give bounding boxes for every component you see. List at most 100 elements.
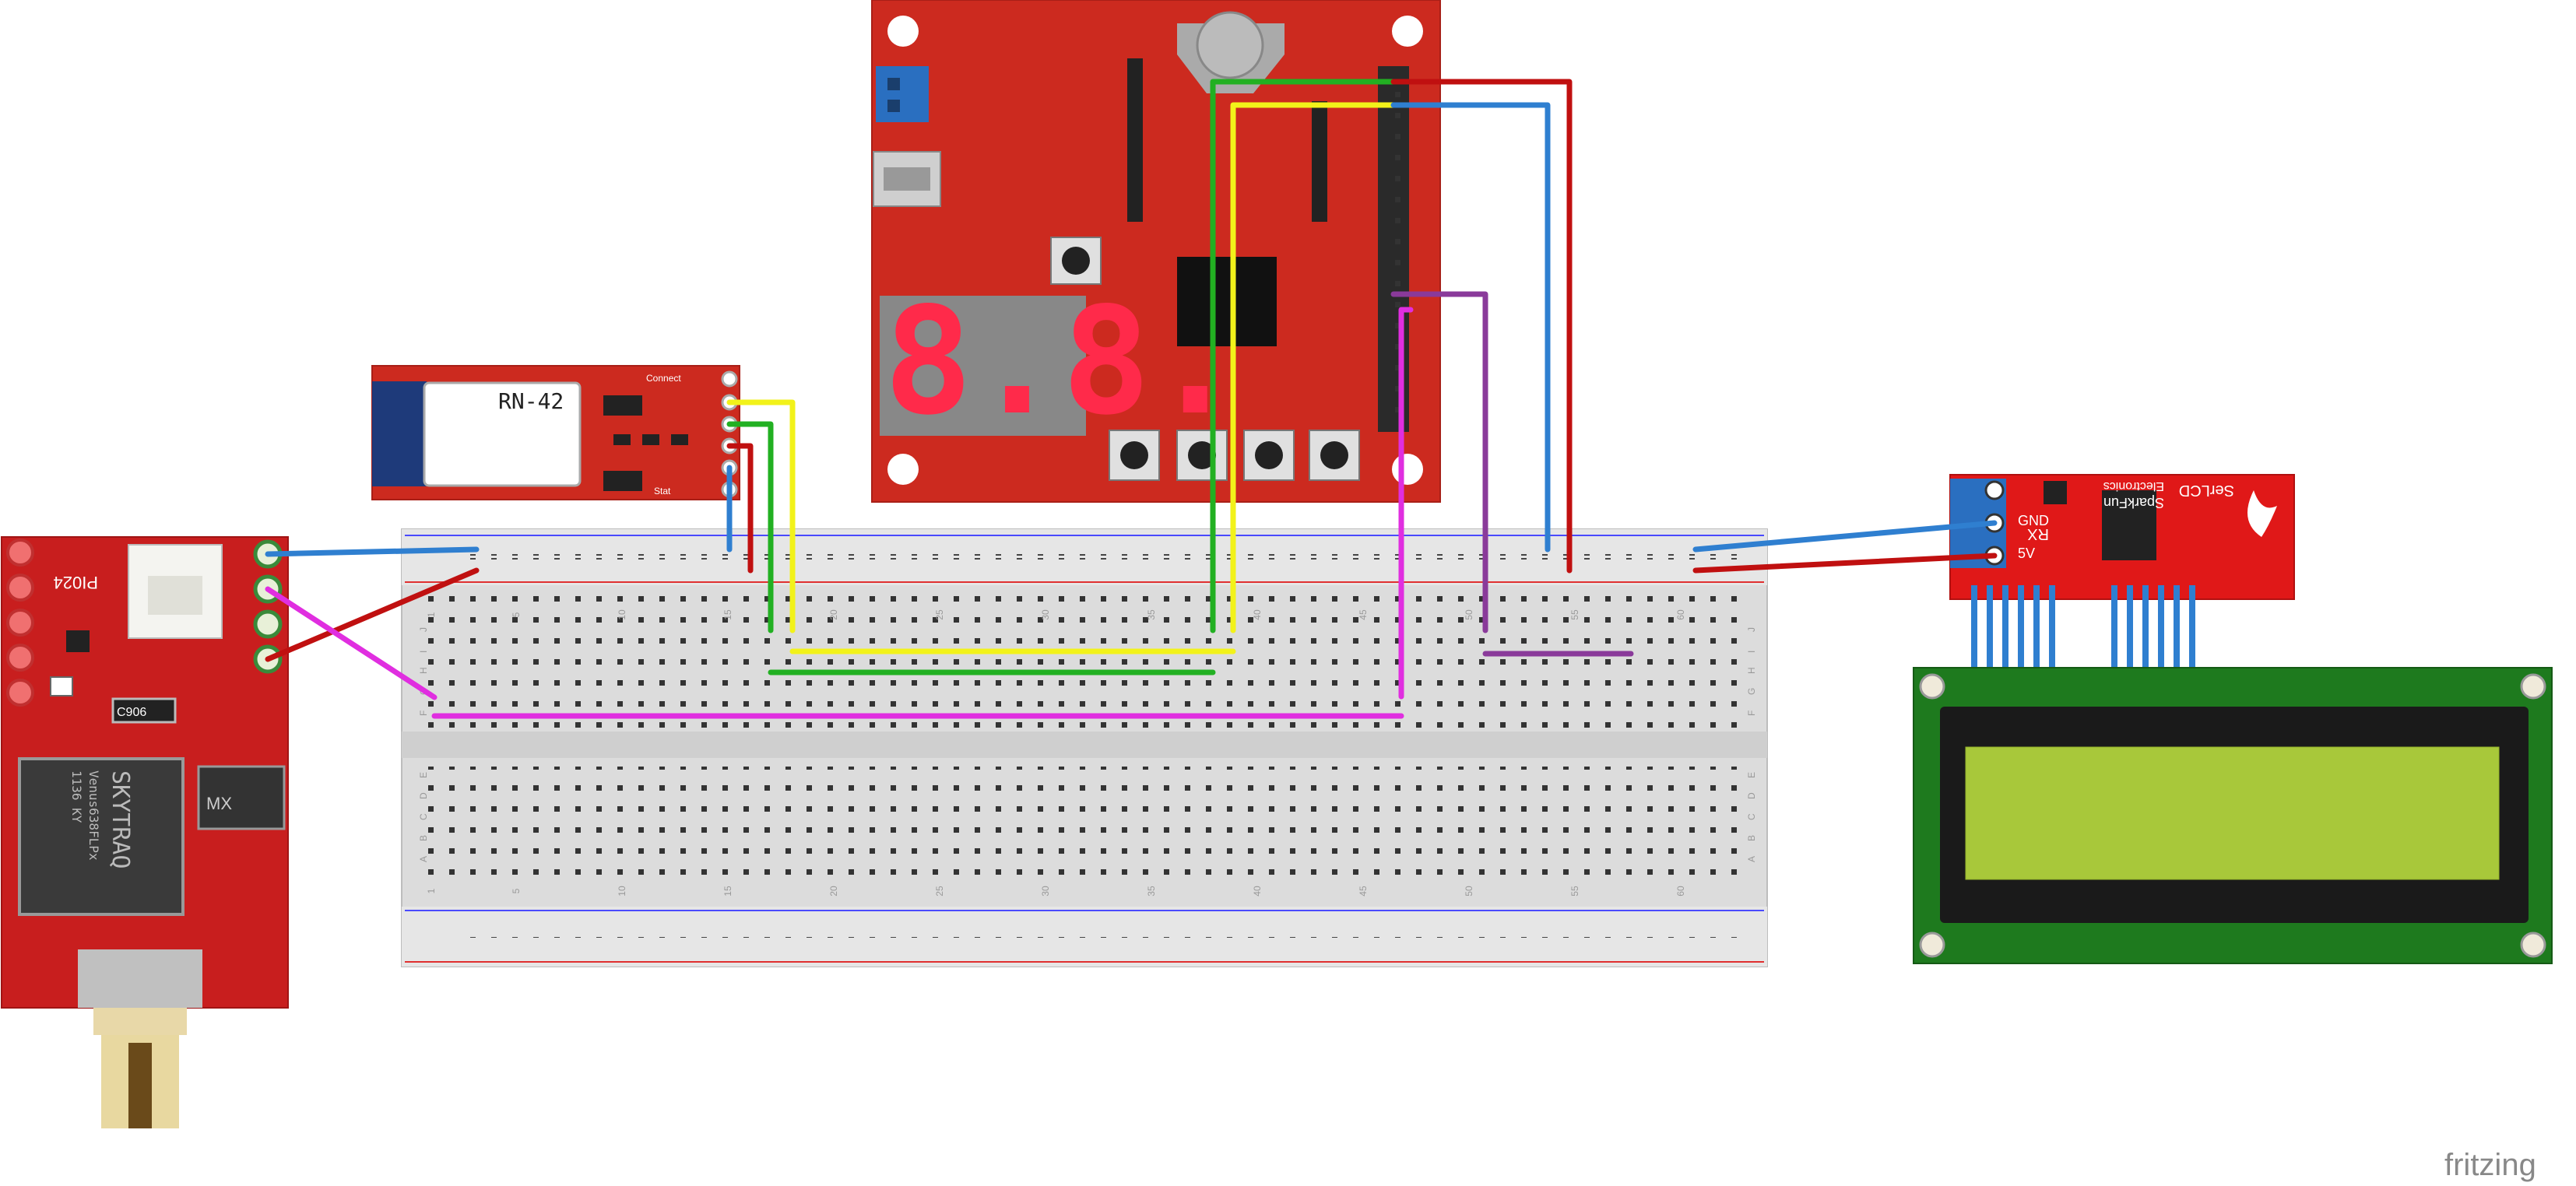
gps-part-number: PI024 xyxy=(54,573,99,592)
row-letter: I xyxy=(418,651,429,653)
column-number: 5 xyxy=(511,888,522,893)
potentiometer xyxy=(1177,11,1284,93)
lcd-pin xyxy=(2018,585,2024,680)
wire-magenta xyxy=(1398,307,1414,700)
wire-red xyxy=(726,443,754,574)
row-letter: A xyxy=(418,856,429,862)
row-letter: C xyxy=(418,813,429,820)
row-letter: E xyxy=(1746,772,1757,778)
lcd-pin xyxy=(2158,585,2164,680)
button-row xyxy=(1109,430,1360,481)
lcd-header-pins xyxy=(1971,585,2195,680)
stat-label: Stat xyxy=(654,486,671,497)
sparkfun-flame-logo xyxy=(2247,490,2277,537)
column-number: 60 xyxy=(1675,886,1686,897)
column-number: 40 xyxy=(1252,609,1263,620)
sma-connector xyxy=(78,949,202,1128)
rn42-label: RN-42 xyxy=(498,388,564,414)
top-rail-holes-b xyxy=(467,558,1744,571)
header-left xyxy=(1127,58,1143,222)
mount-hole xyxy=(1392,454,1423,485)
row-letter: A xyxy=(1746,856,1757,862)
column-number: 55 xyxy=(1569,609,1580,620)
mount-hole xyxy=(887,454,919,485)
wire-red xyxy=(1692,553,1998,574)
column-number: 20 xyxy=(828,886,839,897)
wire-red xyxy=(265,567,480,662)
wire-yellow xyxy=(1230,102,1397,633)
flash-chip xyxy=(197,765,286,830)
row-letter: E xyxy=(418,772,429,778)
column-number: 40 xyxy=(1252,886,1263,897)
top-terminal-holes xyxy=(420,595,1744,728)
column-number: 10 xyxy=(617,609,627,620)
column-number: 60 xyxy=(1675,609,1686,620)
wire-blue xyxy=(1692,520,1998,553)
mount-hole xyxy=(887,16,919,47)
column-number: 15 xyxy=(722,609,733,620)
column-number: 45 xyxy=(1358,886,1369,897)
rn42-pin xyxy=(721,370,738,388)
column-number: 1 xyxy=(426,888,437,893)
power-terminal xyxy=(876,66,929,122)
lcd-pin xyxy=(2127,585,2133,680)
wire-green xyxy=(1210,79,1397,633)
wire-green xyxy=(726,421,774,633)
mcu-chip xyxy=(1177,257,1277,346)
row-letter: D xyxy=(1746,792,1757,799)
rn42-module: RN-42 Connect Stat xyxy=(371,365,740,500)
lcd-pin xyxy=(2111,585,2117,680)
column-number: 25 xyxy=(934,609,945,620)
gps-chip xyxy=(18,757,185,916)
bottom-rail-holes-a xyxy=(467,917,1744,930)
mx-label: MX xyxy=(206,794,232,813)
wire-blue xyxy=(1390,102,1551,553)
pin-rx-label: RX xyxy=(2027,525,2049,542)
gps-left-pads xyxy=(6,539,34,707)
lcd-pin xyxy=(2033,585,2040,680)
cap-label: C906 xyxy=(117,706,146,719)
column-number: 45 xyxy=(1358,609,1369,620)
row-letter: J xyxy=(1746,627,1757,632)
column-number: 50 xyxy=(1464,886,1474,897)
column-number: 25 xyxy=(934,886,945,897)
fritzing-watermark: fritzing xyxy=(2444,1148,2536,1182)
row-letter: H xyxy=(418,667,429,674)
wires xyxy=(265,79,1998,719)
lcd-display xyxy=(1913,667,2553,964)
chip-line-1: SKYTRAQ xyxy=(107,770,134,868)
lcd-pin xyxy=(1987,585,1993,680)
column-number: 1 xyxy=(426,612,437,617)
pin-5v-label: 5V xyxy=(2018,546,2035,561)
lcd-pin xyxy=(2189,585,2195,680)
wire-purple xyxy=(1390,291,1488,633)
mount-hole xyxy=(1392,16,1423,47)
antenna-area xyxy=(372,381,427,486)
column-number: 15 xyxy=(722,886,733,897)
lcd-screen xyxy=(1966,747,2499,879)
column-number: 20 xyxy=(828,609,839,620)
pin-gnd-label: GND xyxy=(2018,513,2049,528)
wire-magenta xyxy=(265,586,438,700)
row-letter: B xyxy=(418,835,429,841)
lcd-pin xyxy=(2174,585,2180,680)
lcd-pin xyxy=(2142,585,2149,680)
connect-label: Connect xyxy=(646,373,681,384)
column-number: 35 xyxy=(1146,609,1157,620)
row-letter: F xyxy=(1746,711,1757,716)
chip-line-3: 1136 KY xyxy=(69,770,84,823)
push-button-1 xyxy=(1109,430,1160,481)
column-number: 55 xyxy=(1569,886,1580,897)
column-number: 30 xyxy=(1040,886,1051,897)
header-right xyxy=(1312,101,1327,222)
gps-module: PI024 C906 SKYTRAQ Venus638FLPx 1136 KY … xyxy=(1,536,289,1128)
column-number: 30 xyxy=(1040,609,1051,620)
row-letter: J xyxy=(418,627,429,632)
row-letter: C xyxy=(1746,813,1757,820)
lcd-pin xyxy=(2002,585,2008,680)
rn42-module-can xyxy=(423,381,582,487)
seven-segment-display: 8.8. xyxy=(880,275,1240,447)
